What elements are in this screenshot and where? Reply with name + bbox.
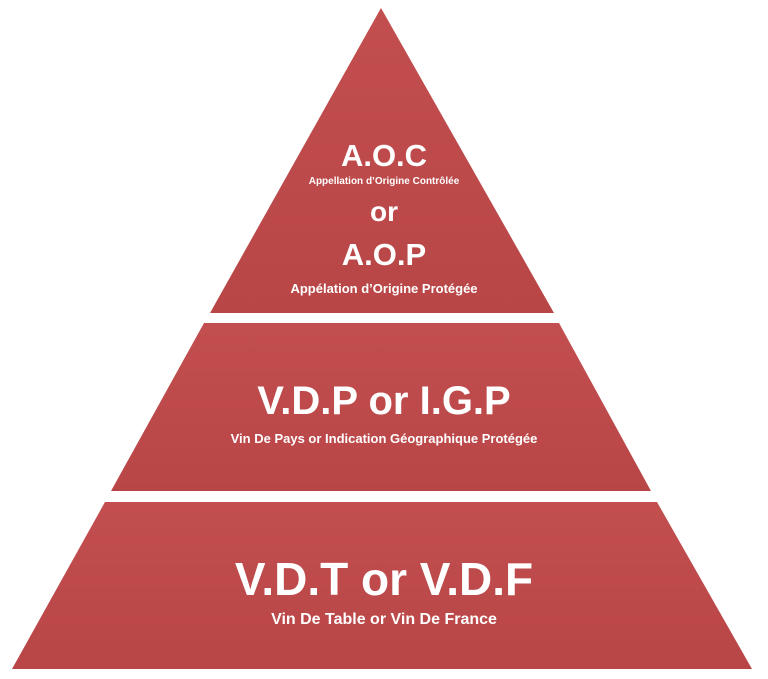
pyramid-tier-top: [210, 8, 554, 313]
bottom-tier-full: Vin De Table or Vin De France: [271, 611, 497, 628]
top-tier-abbr-2: A.O.P: [341, 237, 427, 272]
bottom-tier-abbr: V.D.T or V.D.F: [234, 553, 534, 605]
middle-tier-abbr: V.D.P or I.G.P: [257, 379, 511, 423]
top-tier-connector: or: [370, 196, 398, 227]
middle-tier-full: Vin De Pays or Indication Géographique P…: [230, 431, 538, 446]
pyramid-tier-middle: [111, 323, 651, 491]
top-tier-full-1: Appellation d’Origine Contrôlée: [308, 176, 460, 187]
pyramid-tier-bottom: [12, 502, 752, 669]
top-tier-full-2: Appélation d’Origine Protégée: [290, 281, 478, 296]
top-tier-abbr-1: A.O.C: [340, 138, 428, 173]
